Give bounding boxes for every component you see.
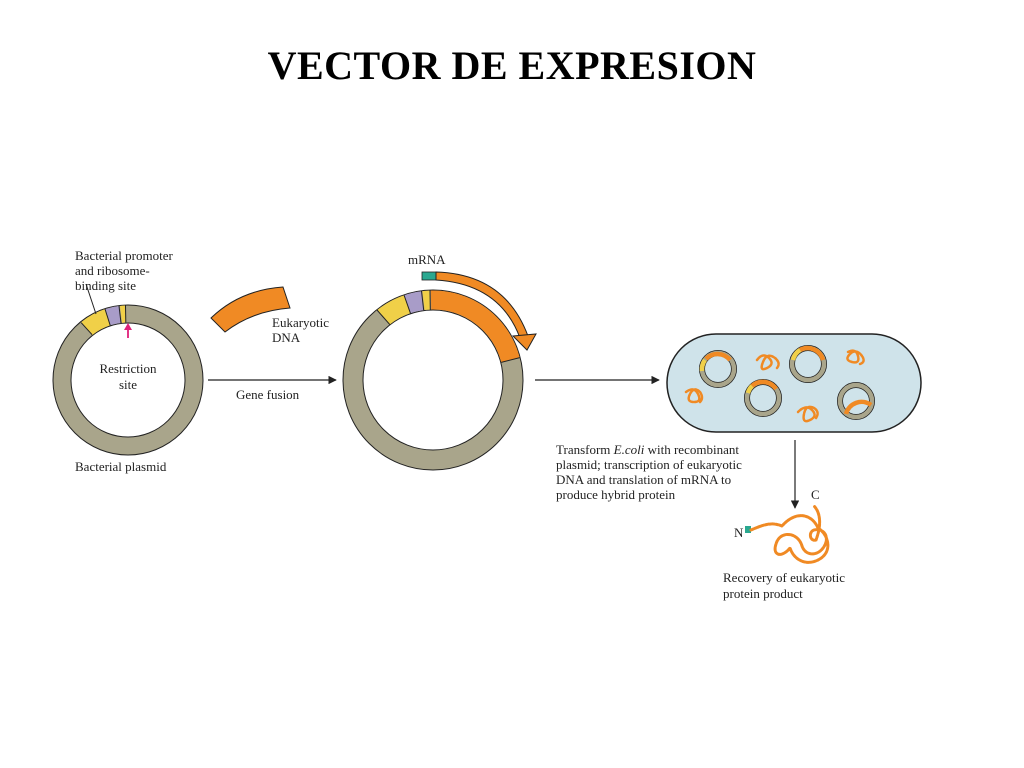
eukaryotic-label-line1: Eukaryotic <box>272 315 329 330</box>
n-terminus-label: N <box>734 525 744 540</box>
transform-label-line2: plasmid; transcription of eukaryotic <box>556 457 742 472</box>
ecoli-cell <box>666 333 922 433</box>
promoter-label-line3: binding site <box>75 278 136 293</box>
bacterial-plasmid-label: Bacterial plasmid <box>75 459 167 474</box>
cell-plasmid <box>699 350 737 388</box>
ribosome-binding-segment <box>105 306 122 326</box>
transform-label-line4: produce hybrid protein <box>556 487 676 502</box>
cell-plasmid <box>789 345 827 383</box>
cell-protein <box>796 405 819 423</box>
promoter-label-line1: Bacterial promoter <box>75 248 173 263</box>
recovered-protein <box>745 504 830 564</box>
cell-protein <box>684 388 704 404</box>
gene-fusion-label: Gene fusion <box>236 387 300 402</box>
restriction-label-line1: Restriction <box>99 361 157 376</box>
bacterial-plasmid <box>52 304 204 456</box>
eukaryotic-dna-fragment <box>210 286 291 333</box>
transform-label-line3: DNA and translation of mRNA to <box>556 472 731 487</box>
recovery-label-line1: Recovery of eukaryotic <box>723 570 845 585</box>
recovery-label-line2: protein product <box>723 586 803 601</box>
inserted-eukaryotic-dna <box>430 290 520 363</box>
page-title: VECTOR DE EXPRESION <box>267 43 757 88</box>
transform-label-line1: Transform E.coli with recombinant <box>556 442 739 457</box>
cell-plasmid <box>837 382 875 420</box>
cell-protein <box>846 349 865 366</box>
cell-protein <box>755 354 780 371</box>
mrna-label: mRNA <box>408 252 446 267</box>
restriction-label-line2: site <box>119 377 137 392</box>
mrna-start-block <box>421 271 437 281</box>
mrna-arrowhead <box>511 333 537 351</box>
protein-n-terminal-tag <box>745 526 751 533</box>
cell-plasmid <box>744 379 782 417</box>
promoter-segment <box>81 309 111 336</box>
mrna-transcript <box>421 271 537 351</box>
c-terminus-label: C <box>811 487 820 502</box>
promoter-label-line2: and ribosome- <box>75 263 150 278</box>
eukaryotic-label-line2: DNA <box>272 330 301 345</box>
restriction-site-arrow <box>124 323 132 338</box>
recombinant-plasmid <box>342 289 524 471</box>
